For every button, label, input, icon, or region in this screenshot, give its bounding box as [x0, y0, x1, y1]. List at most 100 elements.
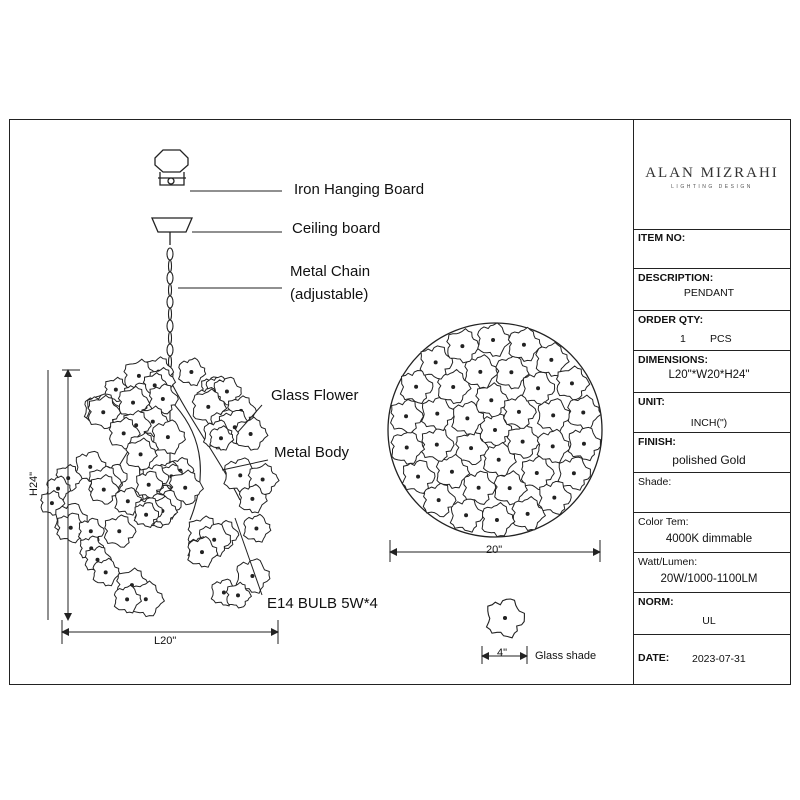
flower-center	[516, 409, 521, 414]
flower-center	[434, 442, 439, 447]
flower-center	[525, 511, 530, 516]
flower-center	[206, 404, 211, 409]
flower-center	[152, 383, 157, 388]
row-order-qty: ORDER QTY: 1 PCS	[634, 311, 790, 351]
norm-label: NORM:	[638, 596, 674, 608]
flower-center	[134, 423, 139, 428]
chain-link	[166, 343, 174, 357]
row-description: DESCRIPTION: PENDANT	[634, 269, 790, 311]
unit-value: INCH(")	[690, 417, 728, 429]
flower-center	[502, 615, 508, 621]
dimension-top-diameter: 20"	[486, 544, 503, 556]
flower-center	[520, 439, 525, 444]
flower-center	[254, 526, 259, 531]
flower-center	[451, 384, 456, 389]
row-item-no: ITEM NO:	[634, 229, 790, 269]
flower-center	[496, 457, 501, 462]
top-view-flowers	[390, 322, 602, 538]
row-color-tem: Color Tem: 4000K dimmable	[634, 513, 790, 553]
flower-center	[509, 370, 514, 375]
flower-center	[160, 396, 165, 401]
flower-center	[489, 398, 494, 403]
flower-center	[218, 436, 223, 441]
callout-glass-flower: Glass Flower	[271, 387, 359, 404]
order-qty-unit: PCS	[710, 333, 732, 345]
row-shade: Shade:	[634, 473, 790, 513]
callout-metal-body: Metal Body	[274, 444, 350, 461]
color-tem-label: Color Tem:	[638, 516, 689, 528]
flower-center	[435, 411, 440, 416]
flower-center	[549, 357, 554, 362]
flower-center	[550, 444, 555, 449]
dimensions-value: L20"*W20*H24"	[668, 369, 750, 381]
flower-center	[146, 482, 151, 487]
flower-center	[433, 360, 438, 365]
brand-logo: ALAN MIZRAHI LIGHTING DESIGN	[634, 119, 790, 230]
flower-center	[183, 485, 188, 490]
flower-center	[581, 441, 586, 446]
top-view	[387, 322, 603, 538]
label-glass-shade: Glass shade	[535, 650, 597, 662]
flower-center	[49, 501, 54, 506]
order-qty-label: ORDER QTY:	[638, 314, 704, 326]
unit-label: UNIT:	[638, 396, 665, 408]
callout-metal-chain: Metal Chain	[290, 263, 371, 280]
row-watt-lumen: Watt/Lumen: 20W/1000-1100LM	[634, 553, 790, 593]
chain-link	[167, 283, 173, 297]
drawing-frame	[9, 119, 791, 685]
flower-center	[460, 344, 465, 349]
flower-center	[125, 499, 130, 504]
flower-center	[521, 342, 526, 347]
flower-center	[436, 498, 441, 503]
flower-center	[551, 413, 556, 418]
flower-center	[165, 435, 170, 440]
flower-center	[88, 464, 93, 469]
chain-link	[166, 247, 174, 261]
flower-center	[189, 370, 194, 375]
dimension-shade-width: 4"	[497, 647, 508, 659]
row-dimensions: DIMENSIONS: L20"*W20*H24"	[634, 351, 790, 393]
flower-center	[125, 597, 130, 602]
row-unit: UNIT: INCH(")	[634, 393, 790, 433]
flower-center	[581, 410, 586, 415]
flower-center	[569, 381, 574, 386]
flower-center	[150, 419, 155, 424]
color-tem-value: 4000K dimmable	[665, 533, 753, 545]
finish-value: polished Gold	[672, 453, 746, 467]
flower-center	[143, 597, 148, 602]
flower-center	[250, 574, 255, 579]
dimensions-label: DIMENSIONS:	[638, 354, 709, 366]
flower-center	[469, 446, 474, 451]
leader-lines	[178, 190, 282, 596]
chain-link	[166, 271, 174, 285]
flower-center	[101, 410, 106, 415]
item-no-label: ITEM NO:	[638, 232, 686, 244]
dimension-height: H24"	[28, 471, 40, 496]
flower-center	[113, 387, 118, 392]
flower-center	[56, 486, 61, 491]
flower-center	[101, 487, 106, 492]
dimension-lines	[47, 369, 601, 664]
flower-center	[404, 445, 409, 450]
flower-center	[235, 593, 240, 598]
ceiling-board	[151, 217, 193, 245]
callout-ceiling-board: Ceiling board	[292, 220, 381, 237]
watt-lumen-value: 20W/1000-1100LM	[660, 573, 758, 585]
norm-value: UL	[702, 615, 716, 627]
flower-center	[404, 414, 409, 419]
flower-center	[199, 550, 204, 555]
callout-bulb: E14 BULB 5W*4	[267, 595, 378, 612]
flower-center	[224, 389, 229, 394]
watt-lumen-label: Watt/Lumen:	[638, 556, 698, 568]
flower-center	[250, 496, 255, 501]
shade-label: Shade:	[638, 476, 672, 488]
chain-link	[167, 259, 173, 273]
chain-link	[166, 319, 174, 333]
flower-center	[571, 471, 576, 476]
flower-center	[534, 471, 539, 476]
flower-center	[494, 517, 499, 522]
flower-center	[507, 486, 512, 491]
flower-center	[68, 525, 73, 530]
order-qty-value: 1	[680, 333, 686, 345]
